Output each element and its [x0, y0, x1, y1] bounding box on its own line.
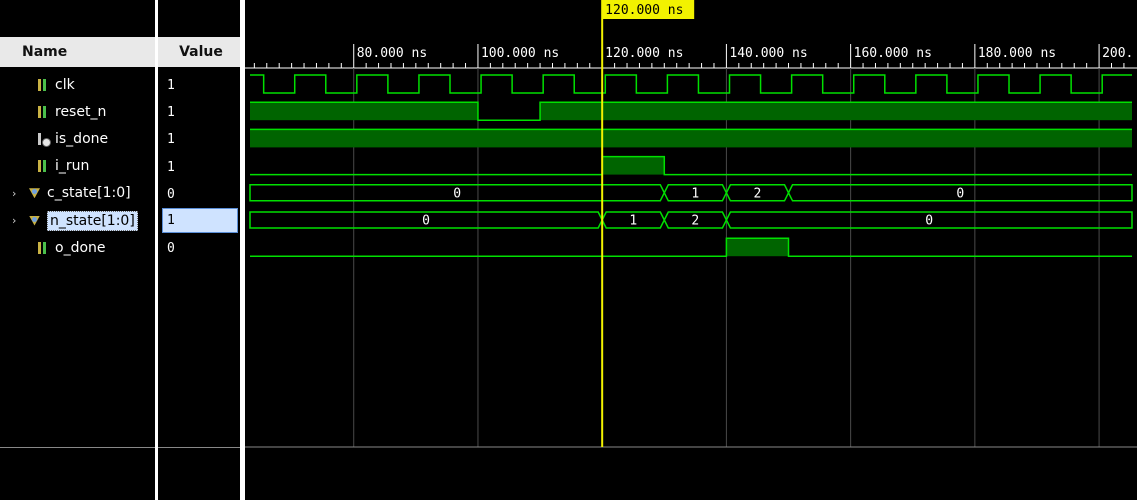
n_state-waveform-value-label: 2 [691, 214, 699, 229]
value-column-header[interactable]: Value [158, 37, 240, 67]
ruler-tick-label: 120.000 ns [605, 46, 683, 61]
c_state-waveform-value-label: 1 [691, 186, 699, 201]
signal-name-label: o_done [55, 239, 106, 256]
ruler-tick-label: 160.000 ns [854, 46, 932, 61]
signal-row-o_done[interactable]: o_done [0, 234, 155, 261]
vector-icon [28, 186, 42, 200]
signal-value-n_state[interactable]: 1 [162, 208, 238, 233]
n_state-waveform-segment[interactable] [725, 211, 1133, 229]
scalar-output-icon [36, 132, 51, 147]
n_state-waveform-value-label: 0 [422, 214, 430, 229]
signal-value-i_run[interactable]: 1 [167, 159, 175, 175]
wave-high-fill [602, 156, 665, 175]
name-pane-bottom-divider [0, 447, 155, 448]
signal-row-i_run[interactable]: i_run [0, 153, 155, 180]
n_state-waveform-value-label: 0 [925, 214, 933, 229]
n_state-waveform-value-label: 1 [629, 214, 637, 229]
scalar-input-icon [36, 105, 50, 119]
ruler-tick-label: 200. [1102, 46, 1133, 61]
expand-chevron-icon[interactable]: › [12, 214, 17, 227]
ruler-tick-label: 180.000 ns [978, 46, 1056, 61]
waveform-pane[interactable]: 80.000 ns 100.000 ns 120.000 ns 140.000 ns 1… [245, 0, 1137, 500]
signal-row-is_done[interactable]: is_done [0, 125, 155, 152]
o_done-waveform[interactable] [250, 237, 1132, 257]
value-pane-bottom-divider [158, 447, 240, 448]
signal-row-reset_n[interactable]: reset_n [0, 98, 155, 125]
ruler-tick-label: 140.000 ns [729, 46, 807, 61]
signal-name-label: i_run [55, 158, 90, 175]
c_state-waveform-value-label: 2 [754, 186, 762, 201]
signal-value-pane: Value 1 1 1 1 0 1 0 [158, 0, 240, 500]
signal-name-label: clk [55, 76, 75, 93]
scalar-input-icon [36, 241, 50, 255]
signal-name-label: reset_n [55, 103, 107, 120]
c_state-waveform-value-label: 0 [956, 186, 964, 201]
time-cursor-label: 120.000 ns [605, 3, 683, 18]
c_state-waveform-value-label: 0 [453, 186, 461, 201]
signal-row-clk[interactable]: clk [0, 71, 155, 98]
name-column-header[interactable]: Name [0, 37, 155, 67]
clk-waveform[interactable] [250, 74, 1132, 94]
expand-chevron-icon[interactable]: › [12, 186, 17, 200]
signal-value-clk[interactable]: 1 [167, 78, 175, 93]
i_run-waveform[interactable] [250, 155, 1132, 176]
signal-name-label: c_state[1:0] [47, 185, 131, 202]
signal-name-pane: Name clk reset_n is_done i_run › c_state[1:0]… [0, 0, 155, 500]
signal-value-reset_n[interactable]: 1 [167, 105, 175, 121]
ruler-tick-label: 100.000 ns [481, 46, 559, 61]
signal-value-c_state[interactable]: 0 [167, 186, 175, 202]
wave-high-fill [726, 238, 789, 257]
wave-high-fill [540, 102, 1132, 121]
signal-name-label: is_done [55, 130, 109, 147]
vector-icon [28, 214, 42, 228]
signal-value-is_done[interactable]: 1 [167, 132, 175, 148]
signal-row-n_state[interactable]: › n_state[1:0] [0, 207, 155, 234]
time-ruler[interactable] [245, 37, 1137, 67]
reset_n-waveform[interactable] [250, 101, 1132, 121]
time-cursor-flag[interactable] [602, 0, 695, 19]
wave-high-fill [250, 102, 478, 121]
signal-value-o_done[interactable]: 0 [167, 241, 175, 257]
signal-row-c_state[interactable]: › c_state[1:0] [0, 180, 155, 207]
waveform-canvas[interactable]: 80.000 ns 100.000 ns 120.000 ns 140.000 ns 1… [245, 0, 1137, 500]
scalar-input-icon [36, 159, 50, 173]
ruler-tick-label: 80.000 ns [357, 46, 427, 61]
scalar-input-icon [36, 78, 50, 92]
c_state-waveform-segment[interactable] [787, 184, 1133, 202]
wave-high-fill [250, 129, 1132, 148]
signal-name-label: n_state[1:0] [47, 210, 138, 231]
